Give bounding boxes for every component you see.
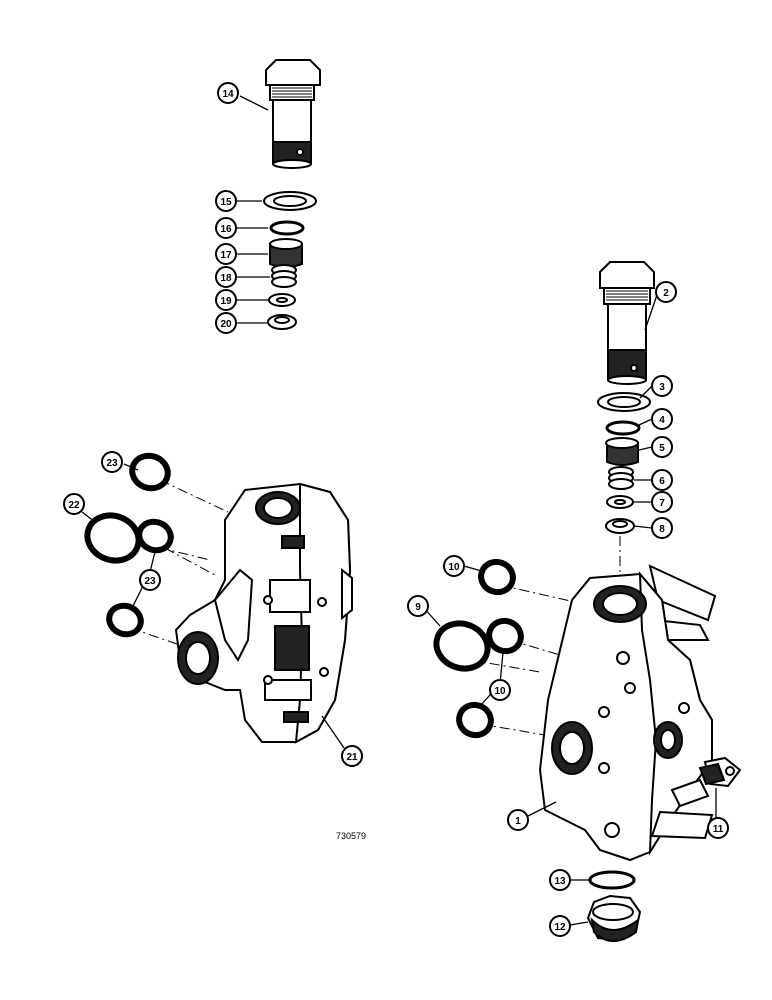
svg-text:21: 21	[346, 752, 358, 763]
callout-16: 16	[215, 217, 237, 239]
callout-4: 4	[651, 408, 673, 430]
callout-23-top: 23	[101, 451, 123, 473]
callout-6: 6	[651, 469, 673, 491]
callout-2: 2	[655, 281, 677, 303]
callout-10-top: 10	[443, 555, 465, 577]
seal-ring-9	[433, 620, 491, 672]
callout-18: 18	[215, 266, 237, 288]
callout-5: 5	[651, 436, 673, 458]
svg-text:22: 22	[68, 500, 80, 511]
callout-22: 22	[63, 493, 85, 515]
svg-text:2: 2	[663, 288, 669, 299]
callout-23-lower: 23	[139, 569, 161, 591]
svg-text:3: 3	[659, 382, 665, 393]
seal-ring-23-middle	[136, 518, 174, 554]
leader-lines	[81, 95, 717, 926]
o-ring-16	[269, 220, 305, 236]
o-ring-4	[605, 420, 641, 436]
svg-text:6: 6	[659, 476, 665, 487]
callout-3: 3	[651, 375, 673, 397]
spring-18	[271, 264, 297, 288]
svg-text:17: 17	[220, 250, 232, 261]
svg-text:15: 15	[220, 197, 232, 208]
svg-text:12: 12	[554, 922, 566, 933]
o-ring-13	[588, 870, 636, 890]
svg-text:16: 16	[220, 224, 232, 235]
plug-12	[586, 894, 642, 942]
callout-13: 13	[549, 869, 571, 891]
svg-text:9: 9	[415, 602, 421, 613]
valve-body-21	[174, 482, 353, 744]
ring-8	[605, 518, 635, 534]
svg-text:19: 19	[220, 296, 232, 307]
seal-ring-22	[84, 512, 142, 564]
callout-21: 21	[341, 745, 363, 767]
svg-text:20: 20	[220, 319, 232, 330]
spring-6	[608, 466, 634, 490]
callout-12: 12	[549, 915, 571, 937]
plunger-5	[605, 437, 639, 466]
svg-text:23: 23	[144, 576, 156, 587]
svg-text:14: 14	[222, 89, 234, 100]
callout-1: 1	[507, 809, 529, 831]
plug-11	[698, 756, 742, 788]
svg-text:8: 8	[659, 524, 665, 535]
callout-10-lower: 10	[489, 679, 511, 701]
svg-text:13: 13	[554, 876, 566, 887]
callout-9: 9	[407, 595, 429, 617]
svg-text:10: 10	[448, 562, 460, 573]
cartridge-bolt-14	[265, 59, 321, 169]
seal-ring-10-bottom	[456, 701, 494, 739]
svg-text:18: 18	[220, 273, 232, 284]
callout-7: 7	[651, 491, 673, 513]
washer-15	[263, 191, 317, 211]
callout-8: 8	[651, 517, 673, 539]
callout-11: 11	[707, 817, 729, 839]
plunger-17	[269, 238, 303, 268]
valve-body-1	[538, 564, 717, 862]
callout-15: 15	[215, 190, 237, 212]
svg-text:1: 1	[515, 816, 521, 827]
svg-text:5: 5	[659, 443, 665, 454]
drawing-code: 730579	[336, 831, 367, 841]
ring-20	[267, 314, 297, 330]
callout-19: 19	[215, 289, 237, 311]
svg-text:7: 7	[659, 498, 665, 509]
seal-ring-10-middle	[486, 617, 524, 655]
svg-text:4: 4	[659, 415, 665, 426]
seal-ring-10-top	[478, 558, 516, 596]
washer-7	[606, 495, 634, 509]
callout-20: 20	[215, 312, 237, 334]
callout-17: 17	[215, 243, 237, 265]
svg-text:10: 10	[494, 686, 506, 697]
svg-text:23: 23	[106, 458, 118, 469]
cartridge-bolt-2	[599, 261, 655, 385]
washer-19	[268, 293, 296, 307]
seal-ring-23-bottom	[106, 602, 144, 638]
svg-text:11: 11	[713, 824, 724, 835]
callout-14: 14	[217, 82, 239, 104]
seal-ring-23-top	[129, 452, 171, 492]
washer-3	[597, 392, 651, 412]
